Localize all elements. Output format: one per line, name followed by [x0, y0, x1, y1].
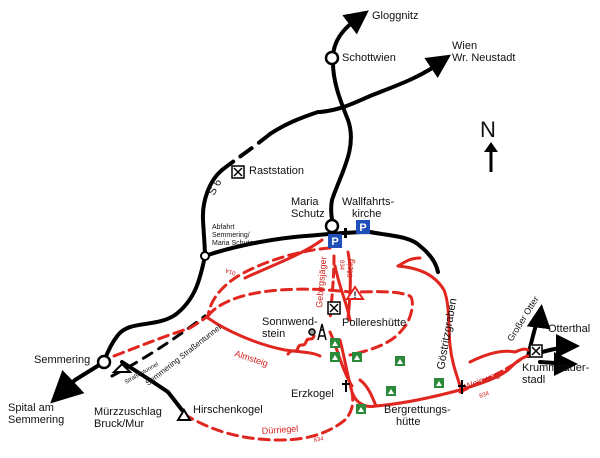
summit-crosses — [342, 380, 466, 394]
steig-label: steig — [344, 258, 356, 278]
parking-icon-1 — [328, 234, 342, 248]
route-834-c: 834 — [313, 436, 325, 444]
road-s6-lower — [102, 254, 207, 364]
almsteig-label: Almsteig — [233, 348, 269, 368]
label-pollereshuette: Pollereshütte — [342, 317, 407, 329]
arrow-gloggnitz — [342, 10, 369, 35]
route-834-a: 834 — [338, 260, 344, 271]
trail-erzkogel-b — [328, 330, 354, 388]
trail-goestritz-b — [396, 256, 422, 268]
road-s6-solid-mid — [200, 168, 224, 258]
road-s6-dashed — [220, 132, 272, 172]
trail-otter — [468, 347, 530, 364]
label-huette: hütte — [396, 416, 421, 428]
trail-weinweg — [458, 358, 522, 394]
route-01a: 01A — [225, 266, 237, 275]
junction-circle — [200, 251, 210, 261]
trail-link-b — [358, 378, 378, 408]
label-north: N — [480, 117, 496, 142]
gebirgsjaeger-label: Gebirgsjäger — [314, 256, 328, 308]
north-arrow — [484, 142, 498, 172]
label-sonnwend: Sonnwend- — [262, 316, 318, 328]
label-wallfahrts: Wallfahrts- — [342, 196, 395, 208]
trail-network — [112, 238, 530, 442]
trail-loop-dashed — [206, 287, 414, 357]
label-bergrettungs: Bergrettungs- — [384, 404, 451, 416]
parking-signs: P P — [328, 220, 370, 248]
trail-01a-solid — [243, 238, 324, 280]
semmering-circle — [96, 354, 112, 370]
label-erzkogel: Erzkogel — [291, 388, 334, 400]
tower-icon — [308, 323, 327, 341]
goestritzgraben-label: Göstritzgraben — [435, 297, 459, 370]
label-abfahrt: Abfahrt — [212, 224, 235, 231]
maria-schutz-circle — [324, 218, 340, 234]
road-s6-solid-top — [268, 110, 320, 136]
parking-label-1: P — [331, 236, 338, 248]
label-wien: Wien — [452, 40, 478, 52]
duerriegel-label: Dürriegel — [261, 423, 298, 436]
svg-text:!: ! — [354, 290, 357, 300]
label-bruck: Bruck/Mur — [94, 418, 145, 430]
label-krummbauer: Krummbauer- — [522, 362, 590, 374]
weinweg-label: Weinweg — [463, 369, 501, 392]
trail-duerriegel — [182, 390, 355, 442]
weinweg-cross — [458, 380, 466, 394]
parking-icon-2 — [356, 220, 370, 234]
label-raststation: Raststation — [249, 165, 305, 177]
hut-icons — [330, 338, 444, 414]
s6-label: S 6 — [206, 177, 224, 197]
label-spital: Spital am — [8, 402, 54, 414]
rest-symbols — [231, 165, 543, 358]
semmering-triangle — [111, 362, 133, 373]
label-semmering: Semmering — [34, 354, 91, 366]
road-wien — [318, 58, 446, 114]
trail-01a — [206, 246, 332, 318]
trail-goestritz — [396, 264, 464, 394]
label-wr-neustadt: Wr. Neustadt — [452, 52, 516, 64]
arrow-otter-up — [526, 304, 551, 330]
church-icon — [342, 228, 349, 238]
label-stein: stein — [262, 328, 286, 340]
schottwien-circle — [324, 50, 340, 66]
label-abfahrt-semmering: Semmering/ — [212, 232, 250, 239]
label-muerzzuschlag: Mürzzuschlag — [94, 406, 162, 418]
label-schottwien: Schottwien — [342, 52, 396, 64]
label-schutz: Schutz — [291, 208, 325, 220]
arrow-wien — [424, 54, 451, 78]
trail-semmering-dashed — [112, 314, 210, 358]
label-gloggnitz: Gloggnitz — [372, 10, 419, 22]
station-triangles — [111, 362, 192, 421]
road-gloggnitz — [329, 14, 364, 230]
label-maria: Maria — [291, 196, 319, 208]
label-hirschenkogel: Hirschenkogel — [193, 404, 263, 416]
label-otterthal: Otterthal — [548, 323, 591, 335]
label-stadl: stadl — [522, 374, 546, 386]
trail-link-a — [333, 264, 352, 322]
town-circles — [96, 50, 340, 370]
label-spital-semmering: Semmering — [8, 414, 65, 426]
road-arrows — [342, 10, 580, 376]
trail-squiggle — [286, 334, 316, 356]
label-abfahrt-maria: Maria Schutz — [212, 240, 253, 247]
label-kirche: kirche — [352, 208, 382, 220]
warning-icon: ! — [345, 285, 365, 300]
parking-label-2: P — [359, 222, 366, 234]
hirschenkogel-triangle — [176, 408, 192, 421]
road-muerz — [120, 360, 184, 412]
route-834-b: 834 — [479, 391, 491, 400]
grosser-otter-label: Großer Otter — [505, 294, 541, 343]
road-spital — [50, 360, 106, 404]
trail-almsteig — [206, 316, 322, 358]
erzkogel-cross — [342, 380, 350, 392]
